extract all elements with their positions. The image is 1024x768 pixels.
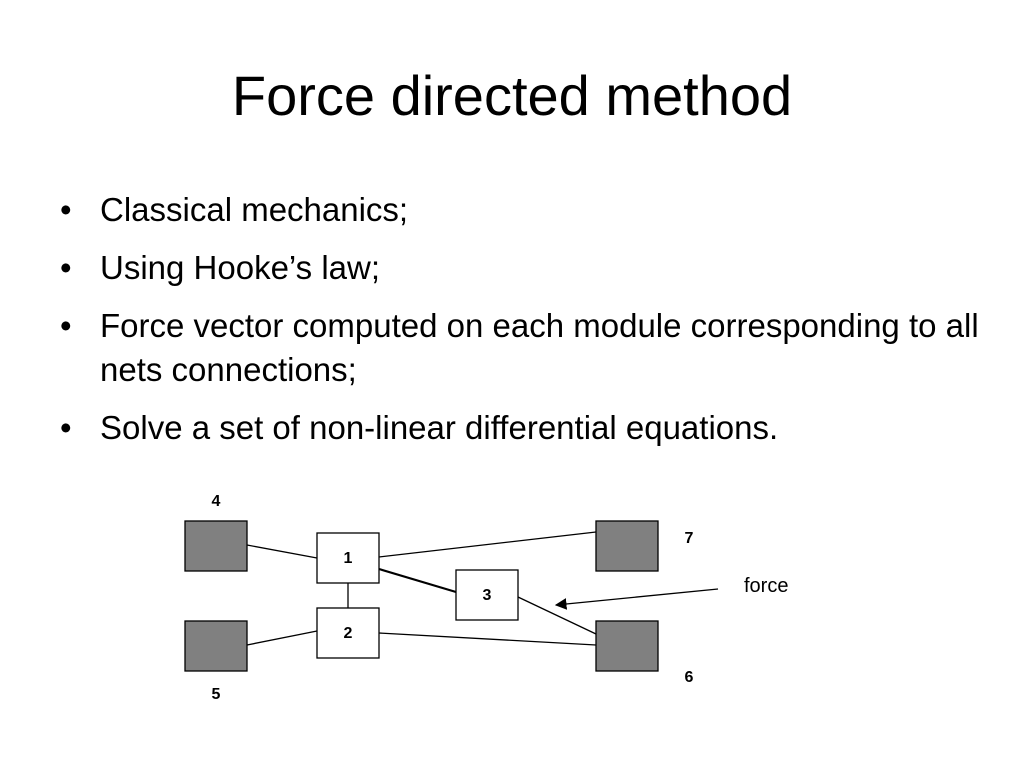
node-1-label: 1	[344, 550, 353, 567]
node-4-label: 4	[212, 493, 221, 510]
node-1-box	[316, 532, 380, 584]
edge-1-7	[378, 531, 597, 558]
bullet-text: Solve a set of non-linear differential e…	[100, 409, 779, 446]
bullet-text: Force vector computed on each module cor…	[100, 307, 979, 388]
edge-3-6	[517, 596, 597, 635]
bullet-text: Classical mechanics;	[100, 191, 409, 228]
node-5-box	[184, 620, 248, 672]
node-2-label: 2	[344, 625, 353, 642]
slide-title: Force directed method	[231, 64, 793, 127]
bullet-icon: •	[60, 191, 72, 228]
bullet-item: • Using Hooke’s law;	[58, 246, 988, 290]
edge-1-3	[378, 567, 457, 594]
node-7-label: 7	[685, 530, 694, 547]
node-6-label: 6	[685, 669, 694, 686]
bullet-item: • Solve a set of non-linear differential …	[58, 406, 988, 450]
edges	[246, 531, 597, 646]
bullet-text: Using Hooke’s law;	[100, 249, 381, 286]
node-7-box	[595, 520, 659, 572]
bullet-item: • Force vector computed on each module co…	[58, 304, 988, 392]
bullet-icon: •	[60, 249, 72, 286]
bullet-icon: •	[60, 409, 72, 446]
force-label: force	[744, 575, 788, 597]
node-6-box	[595, 620, 659, 672]
bullet-list: • Classical mechanics; • Using Hooke’s law…	[58, 188, 988, 464]
node-3-label: 3	[483, 587, 492, 604]
edge-5-2	[246, 630, 318, 646]
node-5-label: 5	[212, 686, 221, 703]
bullet-item: • Classical mechanics;	[58, 188, 988, 232]
node-4-box	[184, 520, 248, 572]
node-3-box	[455, 569, 519, 621]
force-arrow	[554, 588, 719, 610]
edge-2-6	[378, 632, 597, 646]
edge-4-1	[246, 544, 318, 559]
bullet-icon: •	[60, 307, 72, 344]
node-2-box	[316, 607, 380, 659]
